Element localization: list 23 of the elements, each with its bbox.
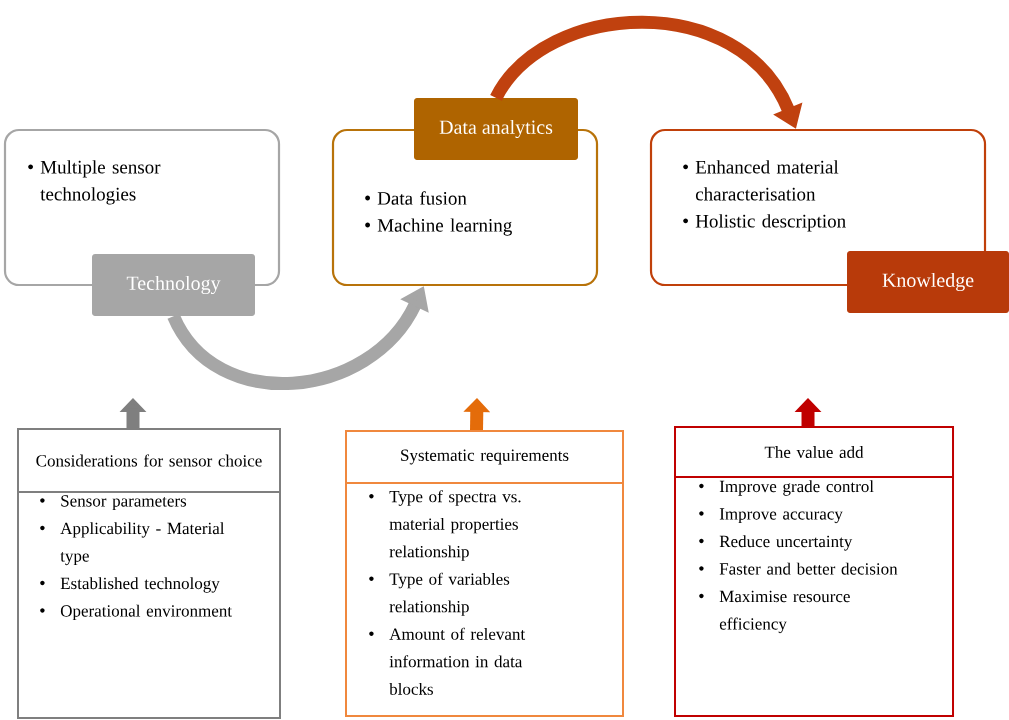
bullet-item: Reduce uncertainty — [699, 535, 853, 551]
bullet-item: Type of spectra vs. material properties relationship — [369, 490, 521, 561]
label-tag: Technology — [92, 254, 255, 316]
header-box: The value add — [674, 426, 954, 478]
bullet-item: Sensor parameters — [40, 495, 187, 511]
bullet-item: Multiple sensor technologies — [28, 160, 161, 205]
bullet-item: Maximise resource efficiency — [699, 590, 850, 634]
bullet-item: Applicability - Material type — [40, 522, 225, 566]
header-box: Systematic requirements — [345, 430, 624, 484]
label-tag: Data analytics — [414, 98, 578, 160]
bullet-item: Operational environment — [40, 604, 232, 621]
bullet-item: Improve grade control — [699, 480, 874, 496]
label-tag: Knowledge — [847, 251, 1009, 313]
bullet-item: Improve accuracy — [699, 508, 843, 524]
bullet-item: Faster and better decision — [699, 562, 898, 575]
bullet-item: Amount of relevant information in data blocks — [369, 627, 526, 695]
bullet-item: Data fusion — [365, 191, 467, 205]
bullet-item: Machine learning — [365, 218, 512, 236]
bullet-item: Enhanced material characterisation — [683, 160, 839, 201]
bullet-item: Holistic description — [683, 214, 846, 232]
header-box: Considerations for sensor choice — [17, 428, 281, 493]
bullet-item: Established technology — [40, 577, 220, 593]
bullet-item: Type of variables relationship — [369, 572, 510, 616]
